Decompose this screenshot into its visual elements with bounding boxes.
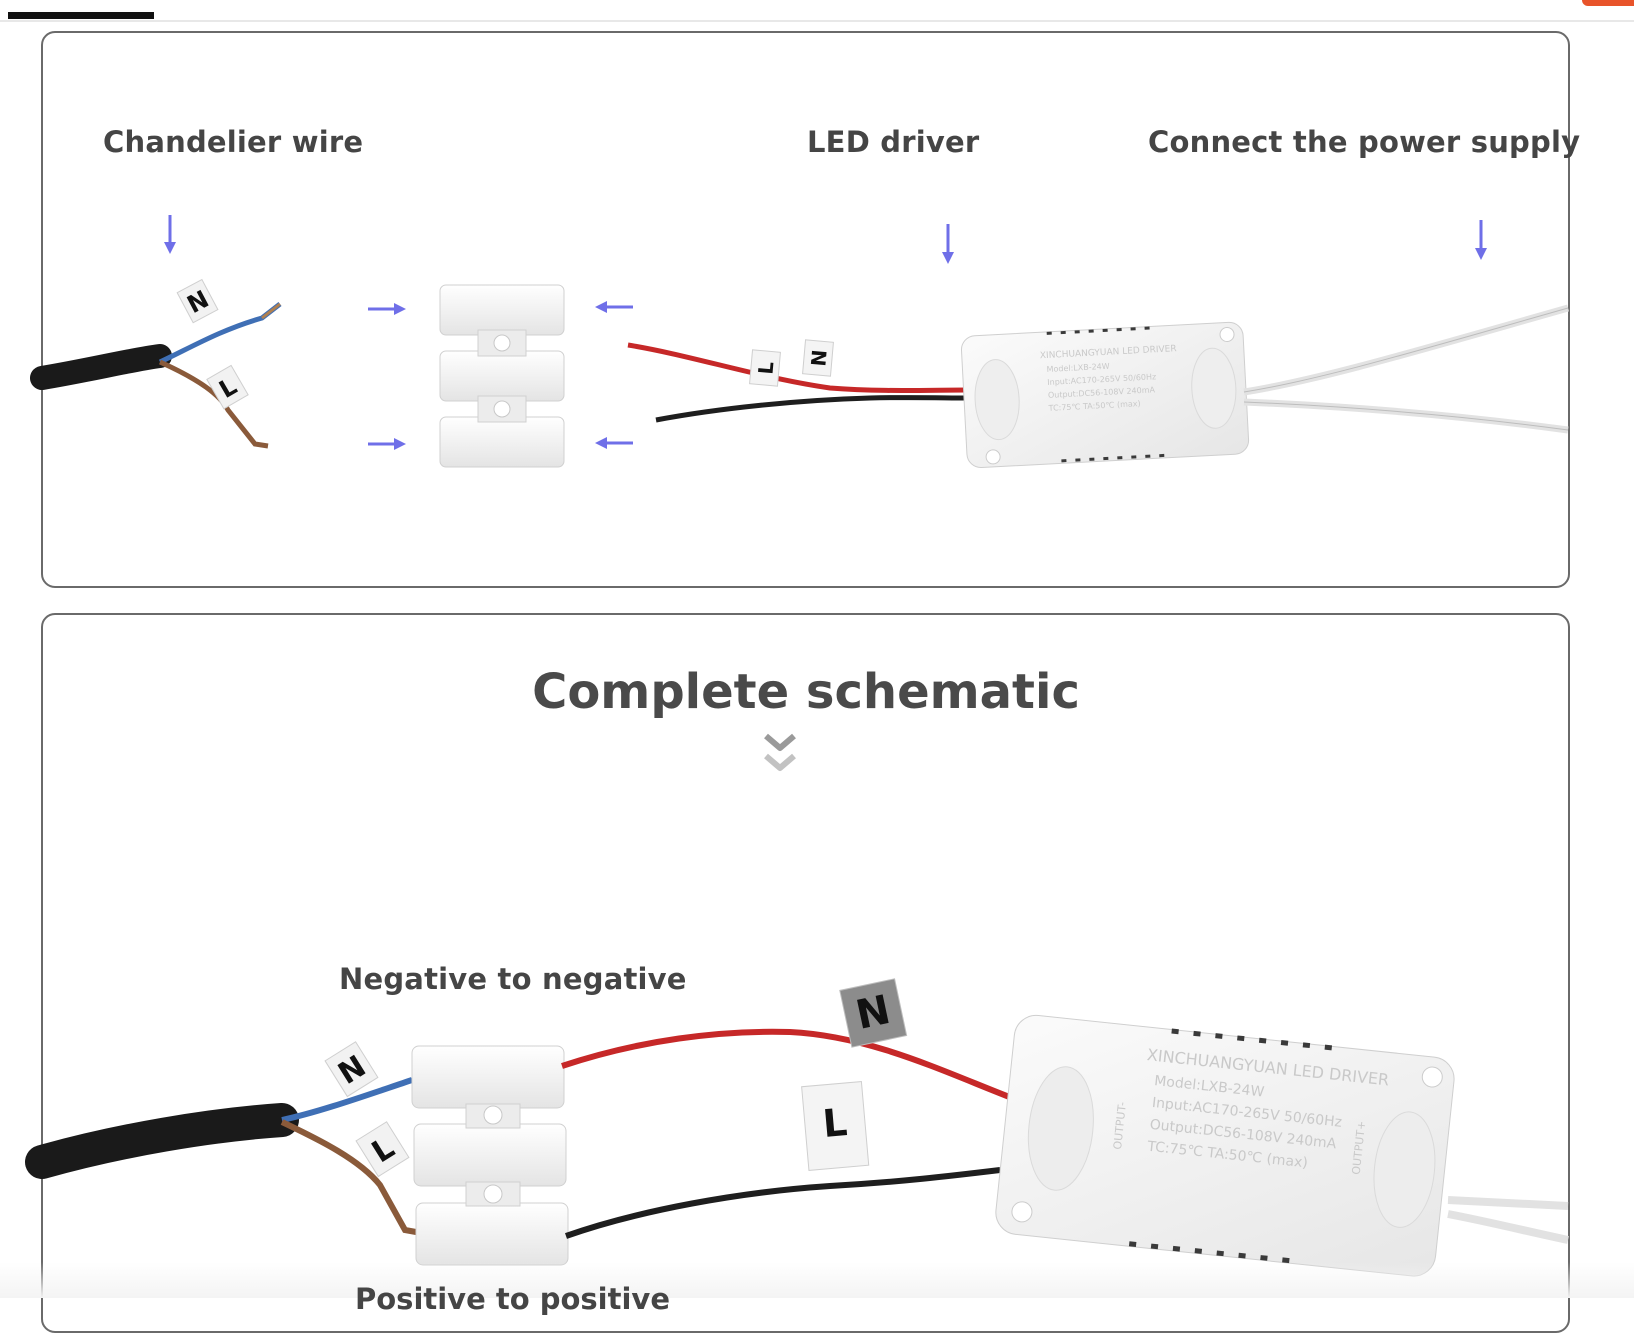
driver-output-wires-connected bbox=[561, 1028, 1014, 1239]
complete-schematic-title: Complete schematic bbox=[532, 664, 1080, 720]
svg-text:Model:LXB-24W: Model:LXB-24W bbox=[1046, 362, 1110, 374]
neutral-tag: N bbox=[176, 278, 219, 324]
terminal-block-connected bbox=[411, 1045, 569, 1266]
chandelier-cable bbox=[25, 1077, 417, 1235]
top-divider bbox=[0, 20, 1634, 22]
bottom-fade bbox=[0, 1262, 1634, 1298]
led-driver-box: XINCHUANGYUAN LED DRIVER Model:LXB-24W I… bbox=[960, 321, 1250, 469]
power-input-wires-connected bbox=[1447, 1196, 1569, 1244]
driver-output-wires bbox=[627, 342, 969, 423]
label-connect-power-supply: Connect the power supply bbox=[1148, 125, 1581, 159]
svg-text:N: N bbox=[806, 349, 831, 368]
live-tag: L bbox=[355, 1121, 410, 1178]
led-driver-box-connected: XINCHUANGYUAN LED DRIVER Model:LXB-24W I… bbox=[995, 1014, 1455, 1277]
label-led-driver: LED driver bbox=[807, 125, 980, 159]
arrow-right-icon bbox=[368, 303, 406, 450]
terminal-block bbox=[439, 284, 565, 468]
svg-text:L: L bbox=[821, 1100, 849, 1146]
arrow-left-icon bbox=[595, 301, 633, 449]
active-tab-indicator bbox=[8, 12, 154, 19]
wiring-parts-panel bbox=[41, 31, 1570, 588]
label-positive-to-positive: Positive to positive bbox=[355, 1282, 670, 1316]
live-tag: L bbox=[801, 1080, 870, 1171]
svg-text:L: L bbox=[753, 360, 778, 375]
neutral-tag: N bbox=[802, 339, 834, 377]
neutral-tag: N bbox=[839, 978, 908, 1048]
live-tag: L bbox=[749, 349, 781, 387]
chandelier-cable bbox=[30, 302, 282, 449]
live-tag: L bbox=[206, 364, 249, 410]
neutral-tag: N bbox=[324, 1041, 379, 1098]
svg-text:OUTPUT+: OUTPUT+ bbox=[1350, 1120, 1369, 1175]
svg-text:OUTPUT-: OUTPUT- bbox=[1111, 1101, 1129, 1150]
label-negative-to-negative: Negative to negative bbox=[339, 962, 687, 996]
power-input-wires bbox=[1243, 304, 1569, 434]
corner-badge bbox=[1582, 0, 1634, 6]
wiring-diagram: N L L N XINCHUA bbox=[25, 215, 1569, 1277]
chevron-down-icon bbox=[764, 733, 796, 771]
label-chandelier-wire: Chandelier wire bbox=[103, 125, 364, 159]
